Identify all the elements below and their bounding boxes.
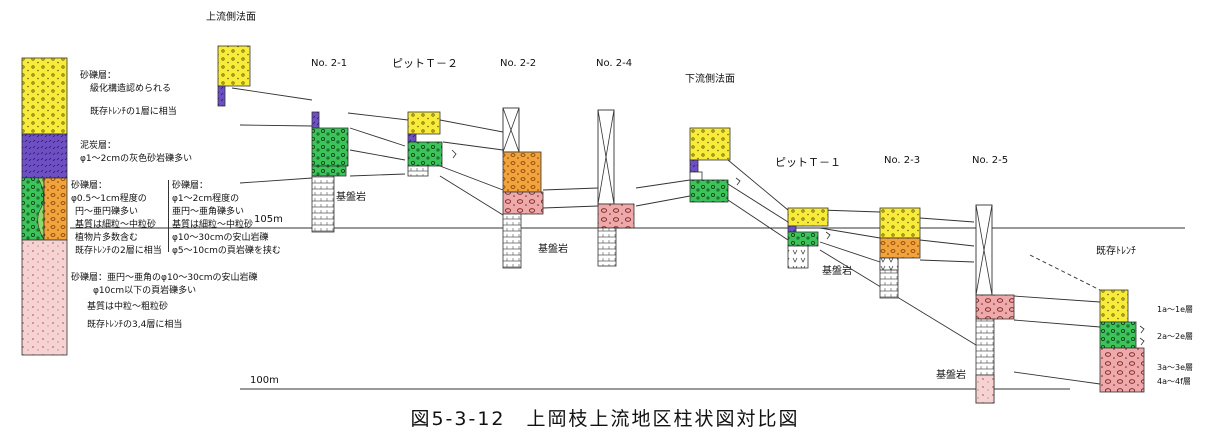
- label-no2-5: No. 2-5: [972, 155, 1009, 166]
- legend-pink-line-3: 基質は中粒～粗粒砂: [87, 302, 169, 312]
- legend-green-left-line-1: 砂礫層：: [71, 181, 108, 191]
- legend-green-right-line-3: 亜円～亜角礫多い: [172, 207, 245, 217]
- legend-green-left-line-4: 基質は細粒～中粒砂: [75, 220, 157, 230]
- legend-green-right-line-5: φ10～30cmの安山岩礫: [172, 233, 269, 243]
- legend-green-left-line-2: φ0.5～1cm程度の: [71, 194, 147, 204]
- label-no2-2: No. 2-2: [500, 58, 537, 69]
- column-no2-4: [597, 109, 635, 267]
- legend-pink-gravel: [21, 239, 68, 356]
- label-existing-trench: 既存ﾄﾚﾝﾁ: [1096, 246, 1136, 257]
- elevation-label-105m: 105m: [254, 214, 283, 225]
- legend-column: [21, 57, 68, 356]
- legend-text-yellow: 砂礫層： 級化構造認められる 既存ﾄﾚﾝﾁの1層に相当: [80, 70, 177, 119]
- column-downstream-slope: [689, 127, 741, 203]
- trench-layer-2: 2a～2e層: [1157, 332, 1194, 341]
- label-no2-4: No. 2-4: [596, 58, 633, 69]
- label-no2-1: No. 2-1: [311, 58, 348, 69]
- trench-layer-3: 3a～3e層: [1157, 363, 1194, 372]
- elevation-label-100m: 100m: [250, 375, 279, 386]
- column-pit-t2: [407, 111, 457, 177]
- bedrock-label-no2-5: 基盤岩: [936, 370, 966, 381]
- label-no2-3: No. 2-3: [884, 155, 921, 166]
- legend-peat-line-2: φ1～2cmの灰色砂岩礫多い: [80, 154, 193, 164]
- legend-text-green-left: 砂礫層： φ0.5～1cm程度の 円～亜円礫多い 基質は細粒～中粒砂 植物片多数…: [71, 180, 162, 258]
- legend-text-peat: 泥炭層： φ1～2cmの灰色砂岩礫多い: [80, 140, 192, 166]
- legend-green-left-line-6: 既存ﾄﾚﾝﾁの2層に相当: [75, 246, 162, 256]
- legend-green-right-line-2: φ1～2cm程度の: [172, 194, 240, 204]
- legend-yellow-gravel: [21, 57, 68, 135]
- legend-peat-line-1: 泥炭層：: [80, 141, 117, 151]
- bedrock-label-no2-1: 基盤岩: [336, 192, 366, 203]
- legend-green-gravel-coarse: [43, 177, 68, 241]
- legend-green-right-line-6: φ5～10cmの頁岩礫を挟む: [172, 246, 281, 256]
- column-pit-t1: [787, 207, 831, 269]
- legend-pink-line-2: φ10cm以下の頁岩礫多い: [93, 286, 197, 296]
- legend-green-right-line-4: 基質は細粒～中粒砂: [172, 220, 254, 230]
- column-existing-trench: [1099, 289, 1145, 393]
- legend-yellow-line-1: 砂礫層：: [80, 71, 117, 81]
- legend-green-right-line-1: 砂礫層：: [172, 181, 209, 191]
- legend-divider: [168, 180, 169, 252]
- legend-green-left-line-3: 円～亜円礫多い: [75, 207, 139, 217]
- legend-peat: [21, 133, 68, 179]
- column-no2-1: [311, 111, 349, 233]
- legend-green-left-line-5: 植物片多数含む: [75, 233, 139, 243]
- legend-pink-line-4: 既存ﾄﾚﾝﾁの3,4層に相当: [87, 320, 183, 330]
- label-pit-t2: ピットＴ－２: [392, 57, 458, 70]
- legend-text-pink: 砂礫層：亜円～亜角のφ10～30cmの安山岩礫 φ10cm以下の頁岩礫多い 基質…: [71, 272, 258, 332]
- column-no2-3: [879, 207, 921, 299]
- column-no2-2: [502, 107, 544, 269]
- legend-yellow-line-2: 級化構造認められる: [90, 84, 172, 94]
- figure-caption: 図5-3-12 上岡枝上流地区柱状図対比図: [410, 408, 800, 430]
- legend-yellow-line-3: 既存ﾄﾚﾝﾁの1層に相当: [90, 107, 177, 117]
- trench-layer-4: 4a～4f層: [1157, 377, 1191, 386]
- label-pit-t1: ピットＴ－１: [775, 156, 841, 169]
- trench-layer-1: 1a～1e層: [1157, 305, 1194, 314]
- label-upstream-slope: 上流側法面: [206, 12, 256, 23]
- legend-pink-line-1: 砂礫層：亜円～亜角のφ10～30cmの安山岩礫: [71, 273, 258, 283]
- correlation-lines: [231, 87, 1101, 385]
- bedrock-label-pit-t1: 基盤岩: [822, 266, 852, 277]
- column-upstream-slope: [217, 45, 251, 107]
- bedrock-label-no2-2: 基盤岩: [538, 244, 568, 255]
- legend-text-green-right: 砂礫層： φ1～2cm程度の 亜円～亜角礫多い 基質は細粒～中粒砂 φ10～30…: [172, 180, 281, 258]
- column-no2-5: [975, 204, 1015, 404]
- label-downstream-slope: 下流側法面: [685, 74, 735, 85]
